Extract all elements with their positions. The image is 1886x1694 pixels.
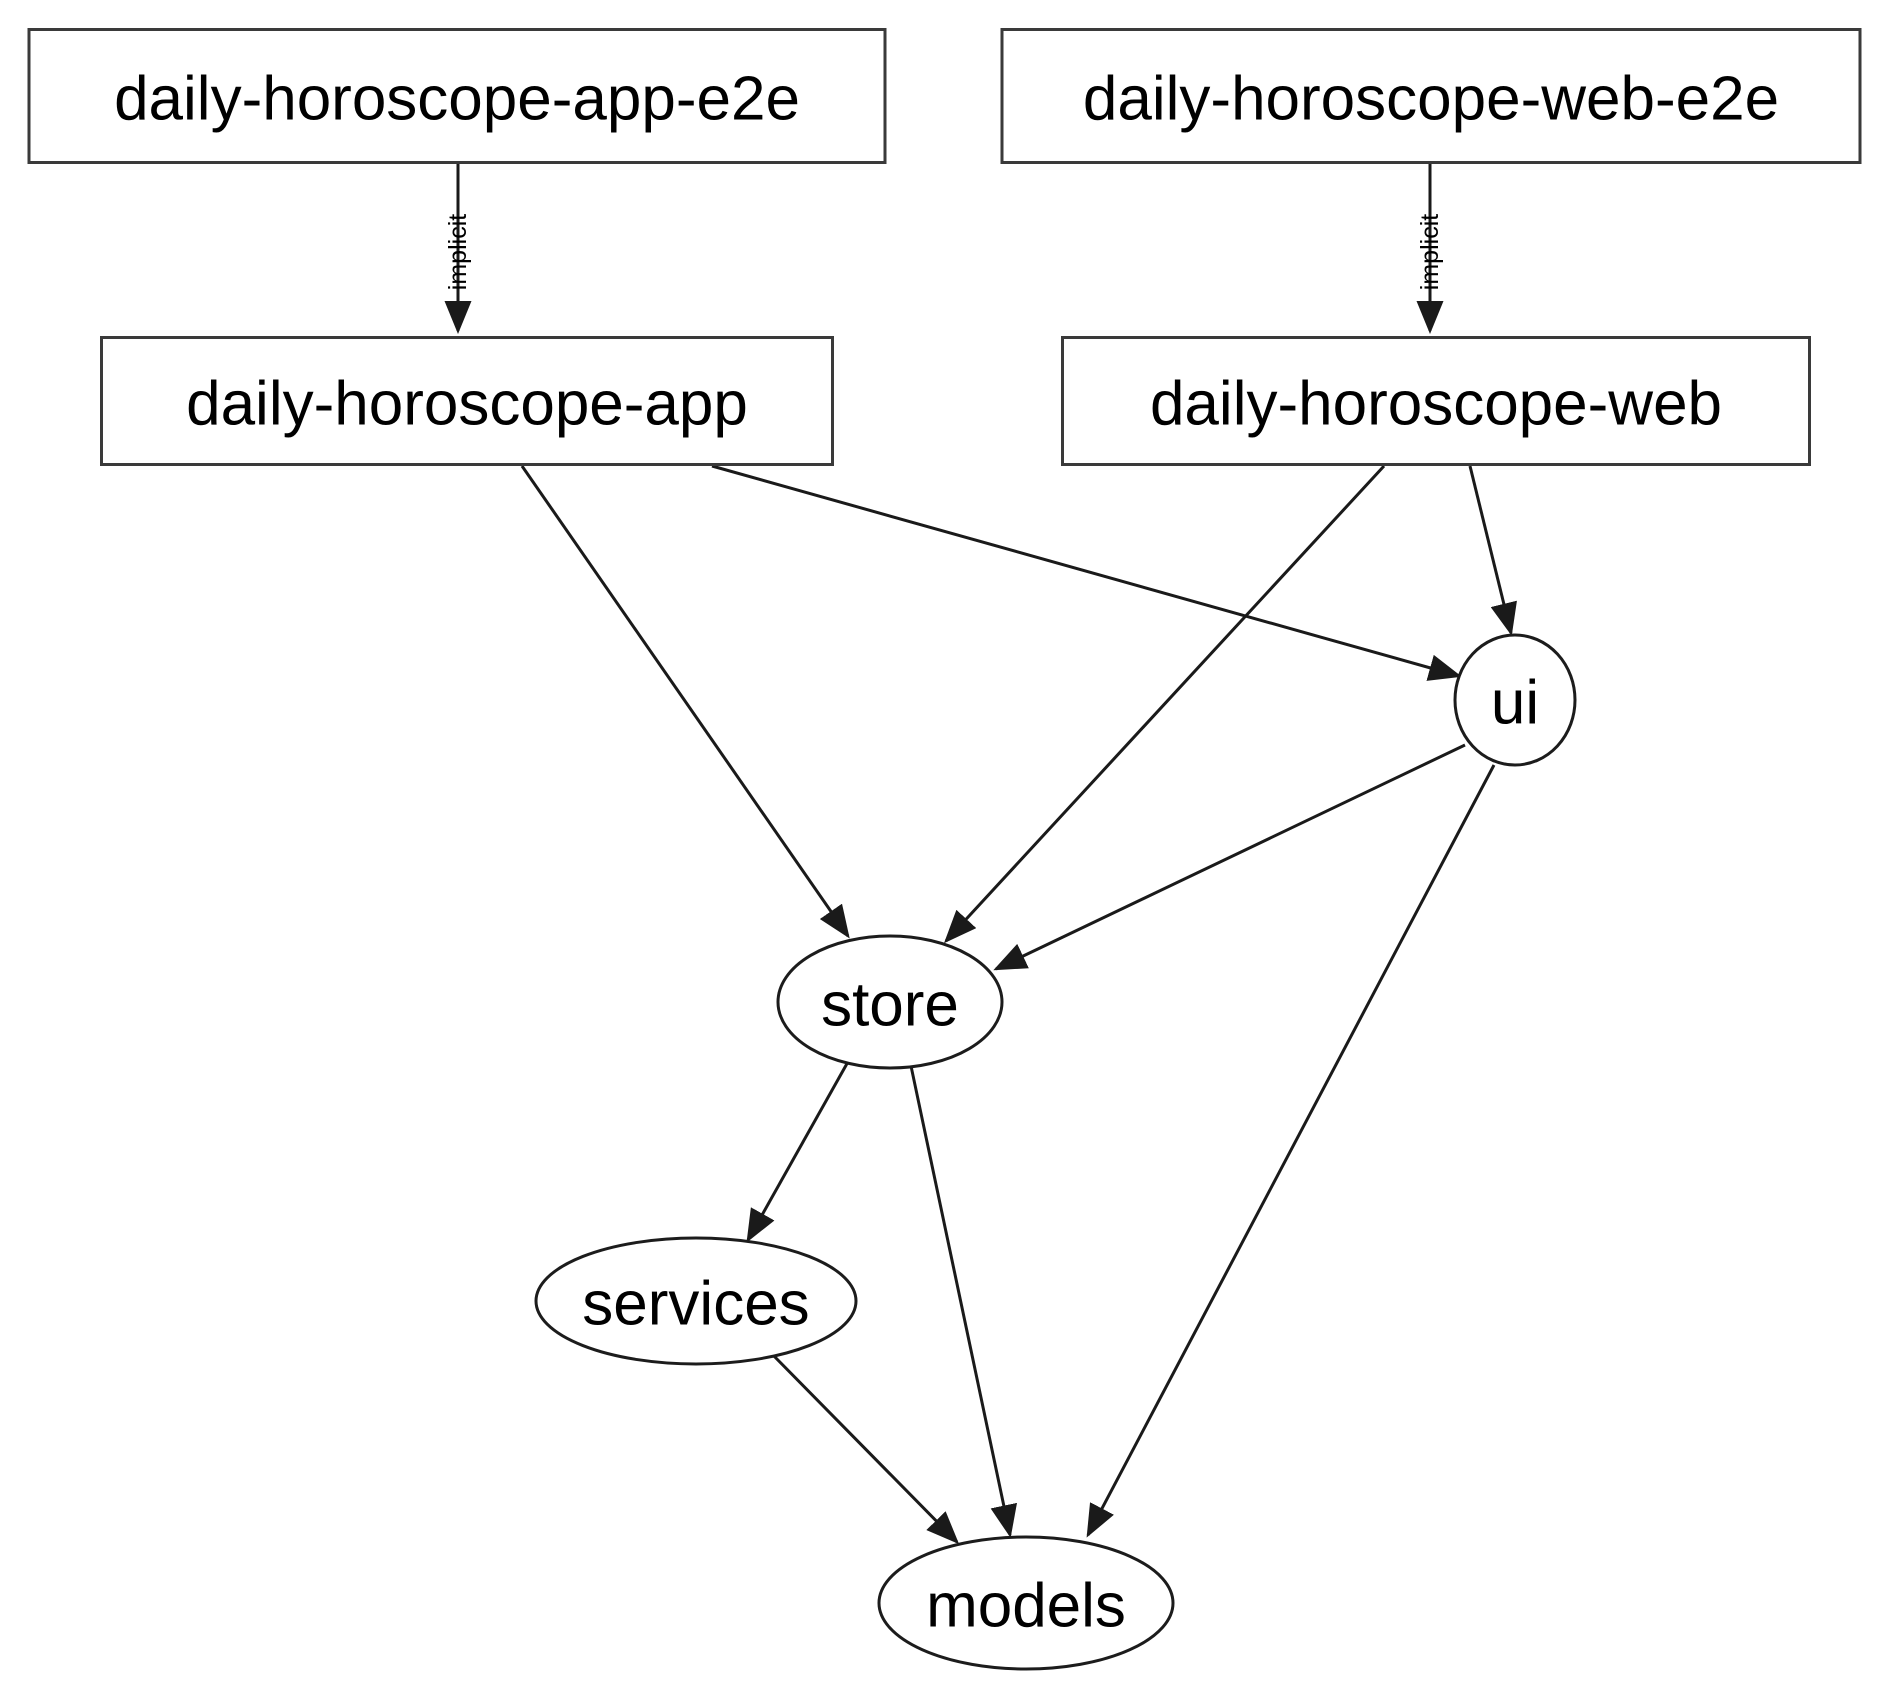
graph-node-services[interactable]: services <box>534 1236 858 1366</box>
node-label-daily-horoscope-app-e2e: daily-horoscope-app-e2e <box>114 65 800 134</box>
graph-edge[interactable] <box>1468 465 1517 636</box>
node-ellipse-shape <box>1453 633 1577 767</box>
edge-label: implicit <box>1416 214 1444 290</box>
graph-node-models[interactable]: models <box>877 1535 1175 1671</box>
node-label-daily-horoscope-web-e2e: daily-horoscope-web-e2e <box>1083 65 1779 134</box>
graph-edge[interactable] <box>746 1059 851 1243</box>
edge-line-services-to-models <box>768 1350 960 1545</box>
graph-edge[interactable] <box>520 465 850 939</box>
edge-line-ui-to-models <box>1086 764 1496 1538</box>
node-label-daily-horoscope-app: daily-horoscope-app <box>186 370 748 439</box>
graph-node-ui[interactable]: ui <box>1453 633 1577 767</box>
node-ellipse-shape <box>877 1535 1175 1671</box>
graph-edge[interactable] <box>1086 764 1496 1538</box>
node-box-shape <box>27 28 887 164</box>
graph-node-store[interactable]: store <box>776 934 1004 1070</box>
edge-label: implicit <box>444 214 472 290</box>
graph-edge[interactable] <box>711 464 1462 681</box>
edge-line-daily-horoscope-app-to-store <box>520 465 850 939</box>
nodes-layer: daily-horoscope-app-e2e daily-horoscope-w… <box>27 28 1862 1671</box>
edge-line-daily-horoscope-web-to-store <box>943 464 1386 944</box>
node-box-shape <box>100 336 834 466</box>
graph-edge[interactable]: implicit <box>1416 164 1444 334</box>
graph-edge[interactable]: implicit <box>444 164 472 334</box>
node-box-shape <box>1000 28 1862 164</box>
edge-line-store-to-services <box>746 1059 851 1243</box>
graph-edge[interactable] <box>909 1065 1018 1538</box>
graph-node-daily-horoscope-app[interactable]: daily-horoscope-app <box>100 336 834 466</box>
node-label-store: store <box>821 971 959 1040</box>
graph-node-daily-horoscope-app-e2e[interactable]: daily-horoscope-app-e2e <box>27 28 887 164</box>
node-label-ui: ui <box>1491 669 1539 738</box>
node-label-daily-horoscope-web: daily-horoscope-web <box>1150 370 1722 439</box>
edge-line-ui-to-store <box>993 743 1466 971</box>
edge-line-daily-horoscope-web-to-ui <box>1468 465 1517 636</box>
node-label-services: services <box>582 1270 809 1339</box>
node-label-models: models <box>926 1572 1126 1641</box>
edges-layer: implicit implicit <box>444 164 1517 1545</box>
graph-edge[interactable] <box>993 743 1466 971</box>
graph-node-daily-horoscope-web[interactable]: daily-horoscope-web <box>1061 336 1811 466</box>
edge-line-daily-horoscope-app-to-ui <box>711 464 1462 681</box>
node-ellipse-shape <box>776 934 1004 1070</box>
graph-edge[interactable] <box>943 464 1386 944</box>
graph-node-daily-horoscope-web-e2e[interactable]: daily-horoscope-web-e2e <box>1000 28 1862 164</box>
graph-edge[interactable] <box>768 1350 960 1545</box>
node-ellipse-shape <box>534 1236 858 1366</box>
edge-line-store-to-models <box>909 1065 1018 1538</box>
node-box-shape <box>1061 336 1811 466</box>
